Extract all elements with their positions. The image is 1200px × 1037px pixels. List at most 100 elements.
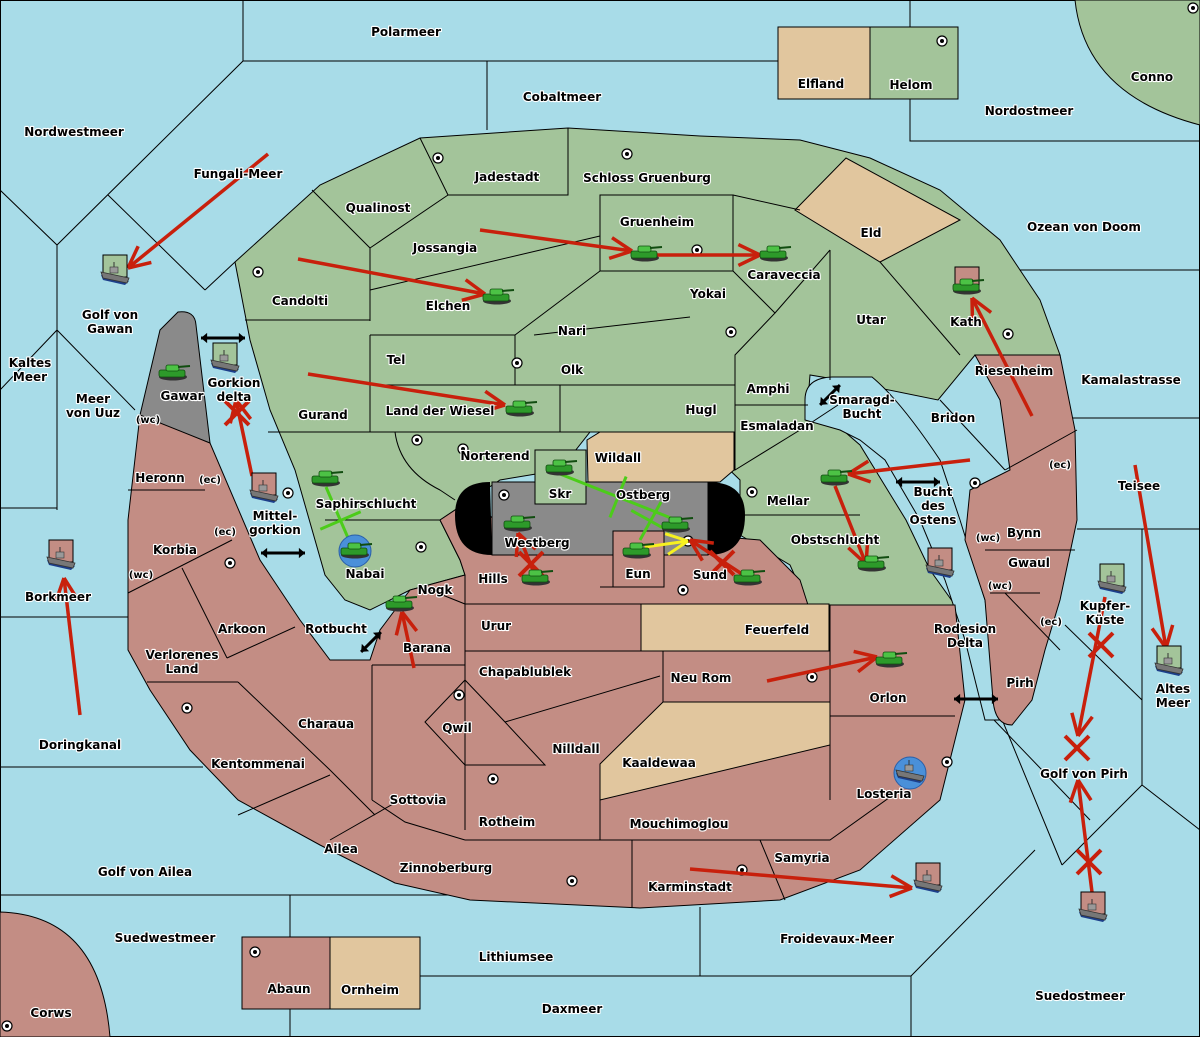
province-label-gawar[interactable]: Gawar: [159, 388, 204, 404]
province-label-hugl[interactable]: Hugl: [684, 402, 717, 418]
province-label-gwaul[interactable]: Gwaul: [1007, 555, 1051, 571]
province-label-sottovia[interactable]: Sottovia: [389, 792, 448, 808]
province-label-jossangia[interactable]: Jossangia: [411, 240, 479, 256]
province-label-nari[interactable]: Nari: [557, 323, 587, 339]
province-label-doringkanal[interactable]: Doringkanal: [38, 737, 122, 753]
province-label-korbia[interactable]: Korbia: [152, 542, 198, 558]
province-label-daxmeer[interactable]: Daxmeer: [541, 1001, 604, 1017]
province-label-teisee[interactable]: Teisee: [1117, 478, 1161, 494]
army-unit-icon[interactable]: [505, 400, 538, 417]
fleet-unit-icon[interactable]: [893, 756, 927, 790]
province-feuerfeld[interactable]: [640, 603, 830, 652]
province-label-corws[interactable]: Corws: [29, 1005, 72, 1021]
province-label-ozean-von-doom[interactable]: Ozean von Doom: [1026, 219, 1142, 235]
army-unit-icon[interactable]: [158, 364, 191, 381]
province-label-norterend[interactable]: Norterend: [459, 448, 530, 464]
province-label-karminstadt[interactable]: Karminstadt: [647, 879, 733, 895]
province-label-urur[interactable]: Urur: [480, 618, 512, 634]
province-label-neu-rom[interactable]: Neu Rom: [669, 670, 732, 686]
province-label-abaun[interactable]: Abaun: [266, 981, 311, 997]
province-skr[interactable]: [534, 449, 587, 505]
fleet-unit-icon[interactable]: [1097, 563, 1127, 594]
fleet-unit-icon[interactable]: [100, 254, 130, 285]
province-label-candolti[interactable]: Candolti: [271, 293, 329, 309]
inlet-smaragd-bucht[interactable]: [804, 376, 1006, 721]
province-label-mittel-gorkion[interactable]: Mittel-gorkion: [248, 508, 302, 538]
province-label-kamalastrasse[interactable]: Kamalastrasse: [1080, 372, 1182, 388]
province-label-helom[interactable]: Helom: [888, 77, 933, 93]
province-label-samyria[interactable]: Samyria: [773, 850, 830, 866]
region-red-south[interactable]: [127, 414, 966, 909]
army-unit-icon[interactable]: [875, 651, 908, 668]
province-label-smaragd-bucht[interactable]: Smaragd-Bucht: [828, 392, 896, 422]
province-label-riesenheim[interactable]: Riesenheim: [974, 363, 1055, 379]
province-label-gurand[interactable]: Gurand: [297, 407, 349, 423]
province-label-froidevaux-meer[interactable]: Froidevaux-Meer: [779, 931, 895, 947]
fleet-unit-icon[interactable]: [913, 862, 943, 893]
army-unit-icon[interactable]: [482, 288, 515, 305]
province-label-ailea[interactable]: Ailea: [323, 841, 359, 857]
province-eun[interactable]: [612, 530, 665, 588]
province-label-amphi[interactable]: Amphi: [745, 381, 790, 397]
province-label-qualinost[interactable]: Qualinost: [345, 200, 412, 216]
province-label-suedostmeer[interactable]: Suedostmeer: [1034, 988, 1126, 1004]
province-ornheim[interactable]: [329, 936, 421, 1010]
province-label-saphirschlucht[interactable]: Saphirschlucht: [315, 496, 418, 512]
province-label-esmaladan[interactable]: Esmaladan: [739, 418, 815, 434]
army-unit-icon[interactable]: [952, 266, 985, 295]
province-elfland[interactable]: [777, 26, 871, 100]
province-label-ostberg[interactable]: Ostberg: [615, 487, 672, 503]
province-label-kupfer-k-ste[interactable]: Kupfer-Küste: [1079, 598, 1132, 628]
province-label-wildall[interactable]: Wildall: [594, 450, 643, 466]
army-unit-icon[interactable]: [311, 470, 344, 487]
province-label-sund[interactable]: Sund: [692, 567, 729, 583]
province-label-mouchimoglou[interactable]: Mouchimoglou: [629, 816, 730, 832]
province-label-charaua[interactable]: Charaua: [297, 716, 355, 732]
fleet-unit-icon[interactable]: [925, 547, 955, 578]
province-label-chapablublek[interactable]: Chapablublek: [478, 664, 573, 680]
province-label-obstschlucht[interactable]: Obstschlucht: [790, 532, 881, 548]
province-label-nabai[interactable]: Nabai: [344, 566, 385, 582]
army-unit-icon[interactable]: [733, 569, 766, 586]
army-unit-icon[interactable]: [857, 555, 890, 572]
fleet-unit-icon[interactable]: [1078, 891, 1108, 922]
province-label-kath[interactable]: Kath: [949, 314, 983, 330]
army-unit-icon[interactable]: [661, 516, 694, 533]
province-label-ornheim[interactable]: Ornheim: [340, 982, 400, 998]
province-label-golf-von-pirh[interactable]: Golf von Pirh: [1039, 766, 1129, 782]
province-label-rotbucht[interactable]: Rotbucht: [304, 621, 368, 637]
province-label-elchen[interactable]: Elchen: [425, 298, 472, 314]
army-unit-icon[interactable]: [622, 542, 655, 559]
army-unit-icon[interactable]: [630, 245, 663, 262]
province-label-kaaldewaa[interactable]: Kaaldewaa: [621, 755, 697, 771]
province-label-zinnoberburg[interactable]: Zinnoberburg: [399, 860, 494, 876]
province-label-skr[interactable]: Skr: [548, 486, 573, 502]
province-label-barana[interactable]: Barana: [402, 640, 452, 656]
province-label-yokai[interactable]: Yokai: [688, 286, 727, 302]
province-label-utar[interactable]: Utar: [855, 312, 887, 328]
army-unit-icon[interactable]: [759, 245, 792, 262]
province-label-heronn[interactable]: Heronn: [134, 470, 186, 486]
fleet-unit-icon[interactable]: [210, 342, 240, 373]
province-label-hills[interactable]: Hills: [477, 571, 509, 587]
province-label-jadestadt[interactable]: Jadestadt: [473, 169, 541, 185]
province-label-nogk[interactable]: Nogk: [416, 582, 454, 598]
army-unit-icon[interactable]: [545, 459, 578, 476]
province-label-borkmeer[interactable]: Borkmeer: [24, 589, 92, 605]
province-label-eun[interactable]: Eun: [624, 566, 651, 582]
province-label-olk[interactable]: Olk: [560, 362, 586, 378]
province-label-losteria[interactable]: Losteria: [855, 786, 912, 802]
province-label-feuerfeld[interactable]: Feuerfeld: [744, 622, 811, 638]
province-label-cobaltmeer[interactable]: Cobaltmeer: [522, 89, 603, 105]
province-label-westberg[interactable]: Westberg: [503, 535, 570, 551]
province-label-nilldall[interactable]: Nilldall: [551, 741, 600, 757]
province-label-conno[interactable]: Conno: [1130, 69, 1175, 85]
